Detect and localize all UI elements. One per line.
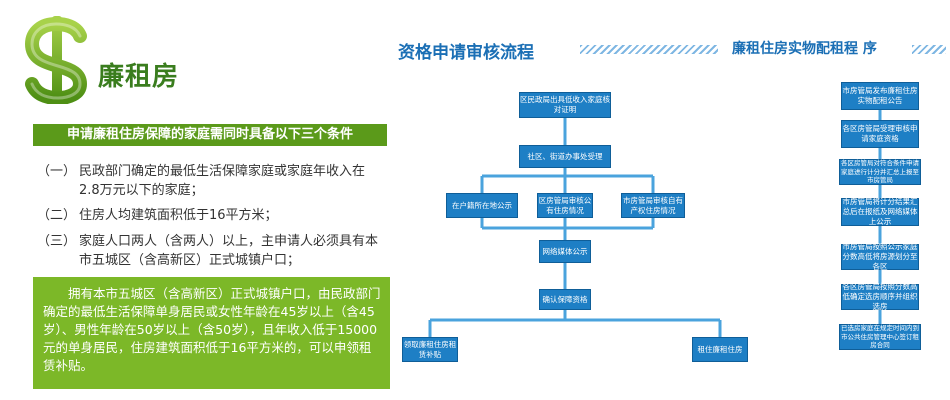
condition-item: （三） 家庭人口两人（含两人）以上，主申请人必须具有本市五城区（含高新区）正式城…	[37, 232, 382, 270]
condition-number: （二）	[37, 208, 77, 223]
title-divider	[580, 45, 718, 54]
review-flow-title: 资格申请审核流程	[398, 43, 534, 63]
alloc-step-sign-contract: 已选房家庭在规定时间内到市公共住房管理中心签订租房合同	[839, 324, 921, 350]
alloc-step-announcement: 市房管局发布廉租住房实物配租公告	[841, 82, 919, 110]
note-text: 拥有本市五城区（含高新区）正式城镇户口，由民政部门确定的最低生活保障单身居民或女…	[43, 286, 381, 373]
flow-step-confirm-eligibility: 确认保障资格	[539, 289, 591, 310]
note-panel	[33, 277, 390, 389]
condition-text: 家庭人口两人（含两人）以上，主申请人必须具有本市五城区（含高新区）正式城镇户口；	[79, 234, 379, 268]
title-divider	[912, 45, 946, 54]
conditions-header: 申请廉租住房保障的家庭需同时具备以下三个条件	[33, 124, 387, 146]
alloc-step-allocate-housing: 市房管局按照公示家庭分数高低将房源划分至各区	[841, 242, 919, 271]
condition-text: 民政部门确定的最低生活保障家庭或家庭年收入在2.8万元以下的家庭；	[79, 164, 366, 198]
flow-step-residence-publicity: 在户籍所在地公示	[446, 193, 518, 218]
allocation-flow-title: 廉租住房实物配租程 序	[732, 41, 877, 57]
flow-step-rent-housing: 租住廉租住房	[692, 337, 748, 362]
flow-step-community-accept: 社区、街道办事处受理	[519, 145, 611, 168]
alloc-step-scoring: 各区房管局对符合条件申请家庭进行计分并汇总上报至市房管局	[839, 159, 921, 185]
condition-item: （一） 民政部门确定的最低生活保障家庭或家庭年收入在2.8万元以下的家庭；	[37, 162, 382, 200]
flow-step-rent-subsidy: 领取廉租住房租赁补贴	[402, 337, 458, 362]
dollar-sign-icon	[24, 16, 88, 104]
condition-number: （三）	[37, 234, 77, 249]
page-title: 廉租房	[98, 62, 180, 92]
flow-step-district-review: 区房管局审核公有住房情况	[537, 193, 593, 218]
alloc-step-selection-order: 各区房管局按照分数高低确定选房顺序并组织选房	[841, 282, 919, 311]
condition-number: （一）	[37, 164, 77, 179]
condition-text: 住房人均建筑面积低于16平方米；	[79, 208, 278, 223]
alloc-step-district-accept: 各区房管局受理审核申请家庭资格	[841, 120, 919, 148]
flow-step-civil-affairs: 区民政局出具低收入家庭核对证明	[519, 92, 611, 118]
alloc-step-score-publicity: 市房管局将计分结果汇总后在报纸及网络媒体上公示	[841, 197, 919, 226]
flow-step-city-review: 市房管局审核自有产权住房情况	[621, 193, 685, 218]
flow-step-media-publicity: 网络媒体公示	[539, 240, 591, 263]
condition-item: （二） 住房人均建筑面积低于16平方米；	[37, 206, 382, 225]
